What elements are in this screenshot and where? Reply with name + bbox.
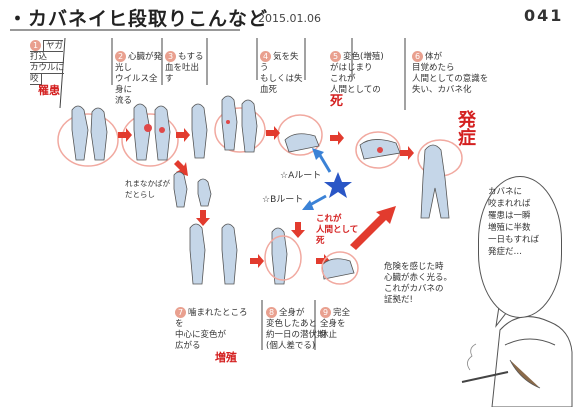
step-7-keyword: 増殖 xyxy=(215,351,237,364)
speech-bubble-text: カバネに 咬まれれば 罹患は一瞬 増殖に半数 一日もすれば 発症だ… xyxy=(488,187,540,257)
speech-bubble xyxy=(478,176,562,318)
step-4-badge: 4 xyxy=(260,51,271,62)
step-6-text: 体が 目覚めたら 人間としての意識を 失い、カバネ化 xyxy=(412,52,489,95)
step-2-text: 心臓が発光し ウイルス全身に 流る xyxy=(115,52,163,106)
page-number: 041 xyxy=(524,6,564,25)
figure-group-row1 xyxy=(57,95,463,219)
step-8-text: 全身が 変色したあと 約一日の潜伏期 (個人差でる) xyxy=(266,308,326,351)
route-a-label: ☆Aルート xyxy=(280,171,322,181)
route-b-label: ☆Bルート xyxy=(262,195,304,205)
onset-label: 発症 xyxy=(455,110,476,146)
step-1-keyword: 罹患 xyxy=(38,84,60,97)
step-dividers xyxy=(59,37,406,110)
step-5-keyword: 死 xyxy=(330,94,344,109)
sheet-date: 2015.01.06 xyxy=(258,12,321,25)
route-b-start-note: れまなかばが だとらし xyxy=(125,179,170,199)
figure-group-row2 xyxy=(173,171,355,285)
step-5-text: 変色(増殖) がはじまり これが 人間としての xyxy=(330,52,384,95)
step-8-badge: 8 xyxy=(266,307,277,318)
final-note: 危険を感じた時 心臓が赤く光る。 これがカバネの 証拠だ! xyxy=(384,262,453,305)
old-man-sketch xyxy=(461,316,573,407)
step-9-badge: 9 xyxy=(320,307,331,318)
step-1-badge: 1 xyxy=(30,40,41,51)
step-3-badge: 3 xyxy=(165,51,176,62)
b-death-label: これが 人間として死 xyxy=(316,214,359,246)
step-3-text: もする 血を吐出す xyxy=(165,52,204,84)
step-7-text: 噛まれたところを 中心に変色が 広がる xyxy=(175,308,248,351)
step-5-badge: 5 xyxy=(330,51,341,62)
step-7-badge: 7 xyxy=(175,307,186,318)
step-1-text: ヤガ打込 カウルに咬 xyxy=(30,40,65,85)
sheet-title: ・カバネイヒ段取りこんなど xyxy=(8,8,269,30)
route-junction xyxy=(302,148,352,210)
step-6-badge: 6 xyxy=(412,51,423,62)
step-4-text: 気を失う もしくは失血死 xyxy=(260,52,303,95)
step-9-text: 完全 全身を 休止 xyxy=(320,308,351,340)
step-2-badge: 2 xyxy=(115,51,126,62)
